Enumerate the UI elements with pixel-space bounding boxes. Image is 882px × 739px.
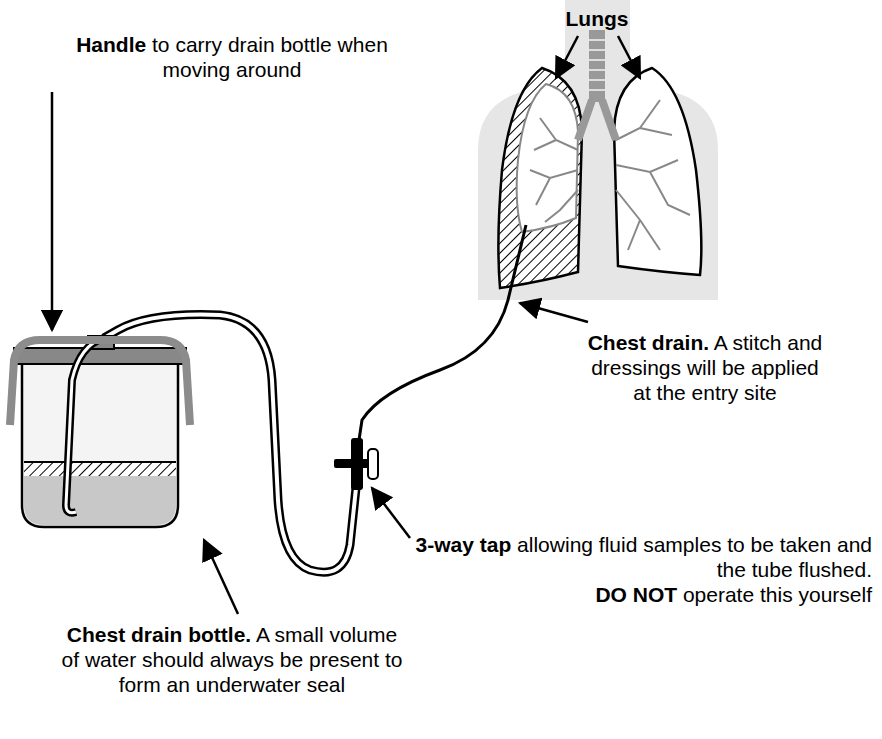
callout-text-group: 3-way tap allowing fluid samples to be t… (402, 532, 872, 608)
callout-text: to carry drain bottle when moving around (152, 33, 388, 81)
trachea (578, 30, 616, 140)
pleural-fluid (498, 68, 582, 288)
callout-text: Handle (76, 33, 146, 56)
bronchial-tree (530, 118, 578, 222)
space (511, 533, 517, 556)
callout-text: Chest drain. (588, 331, 709, 354)
callout-text-group: Handle to carry drain bottle when moving… (62, 32, 402, 82)
drain-bottle (10, 336, 190, 527)
collapsed-lung (517, 84, 578, 232)
callout-text: allowing fluid samples to be taken and t… (517, 533, 872, 581)
callout-text: DO NOT (595, 583, 677, 606)
right-lung (614, 68, 701, 275)
leader-arrow (204, 540, 238, 614)
callout-text-group: Chest drain bottle. A small volume of wa… (57, 622, 407, 698)
space (251, 623, 256, 646)
organ-label: Lungs (566, 7, 629, 30)
callout-text-group: Chest drain. A stitch and dressings will… (580, 330, 830, 406)
callout-text: operate this yourself (683, 583, 872, 606)
callout-text: 3-way tap (416, 533, 512, 556)
bronchial-tree (616, 100, 690, 250)
chest-drain-tube (359, 225, 526, 440)
leader-arrow (520, 303, 588, 322)
callout-text: Chest drain bottle. (67, 623, 251, 646)
three-way-tap (334, 438, 378, 490)
space (677, 583, 683, 606)
torso (478, 0, 718, 300)
leader-arrow (618, 36, 640, 78)
leader-arrow (51, 92, 54, 330)
space (146, 33, 152, 56)
leader-arrow (372, 488, 410, 538)
organ-label-group: Lungs (527, 6, 667, 31)
space (709, 331, 714, 354)
leader-arrow (556, 36, 578, 78)
